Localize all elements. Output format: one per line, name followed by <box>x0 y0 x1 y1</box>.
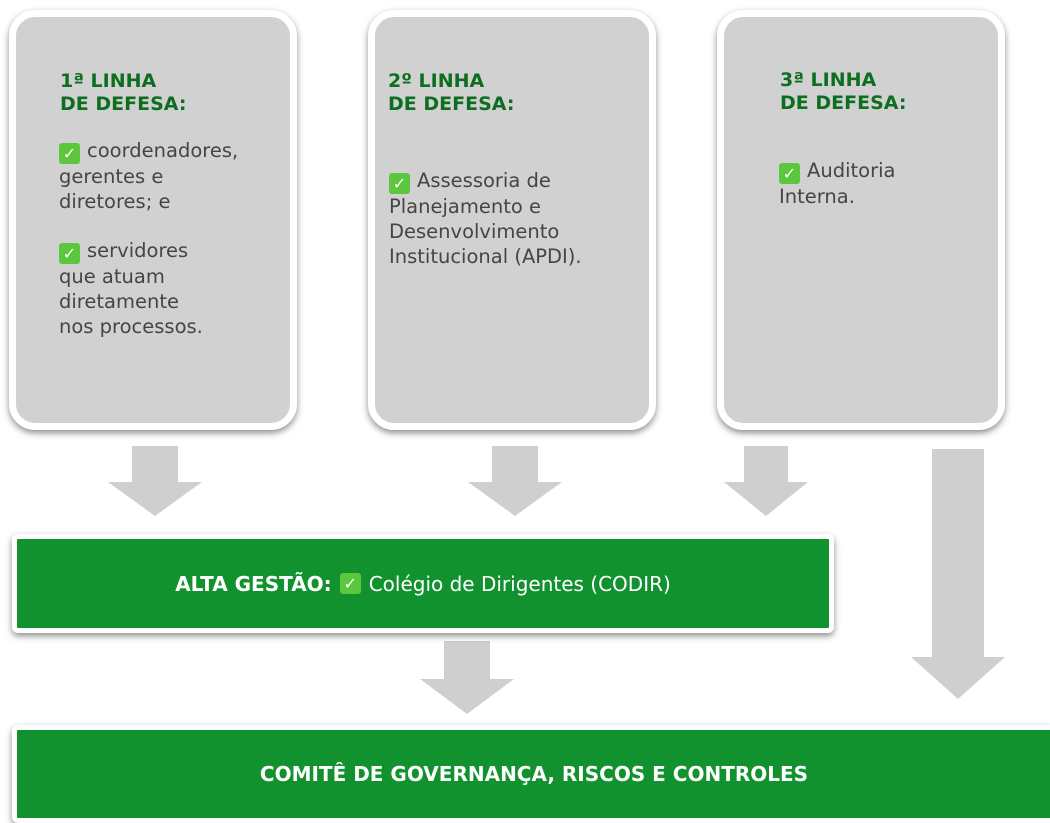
second-line-title-line2: DE DEFESA: <box>388 93 515 115</box>
item-text-line: Institucional (APDI). <box>389 245 582 268</box>
first-line-item-servants: ✓ servidores que atuam diretamente nos pr… <box>59 238 238 339</box>
first-line-title-line1: 1ª LINHA <box>60 70 157 92</box>
governance-committee-bar: COMITÊ DE GOVERNANÇA, RISCOS E CONTROLES <box>12 725 1050 823</box>
item-text-line: diretores; e <box>59 190 171 213</box>
governance-committee-text: COMITÊ DE GOVERNANÇA, RISCOS E CONTROLES <box>259 762 809 786</box>
check-mark-icon: ✓ <box>779 163 800 184</box>
first-line-of-defense-box: 1ª LINHA DE DEFESA: ✓ coordenadores, gere… <box>9 10 297 430</box>
down-arrow-icon <box>108 446 202 516</box>
check-mark-icon: ✓ <box>389 173 410 194</box>
third-line-item-audit: ✓ Auditoria Interna. <box>779 158 895 209</box>
item-text-line: nos processos. <box>59 315 203 338</box>
item-text-line: que atuam <box>59 265 165 288</box>
check-mark-icon: ✓ <box>59 243 80 264</box>
second-line-body: ✓ Assessoria de Planejamento e Desenvolvi… <box>389 168 582 269</box>
third-line-of-defense-box: 3ª LINHA DE DEFESA: ✓ Auditoria Interna. <box>717 10 1005 430</box>
third-line-title-line1: 3ª LINHA <box>780 69 877 91</box>
item-text-line: Desenvolvimento <box>389 220 560 243</box>
top-management-text: Colégio de Dirigentes (CODIR) <box>368 571 671 596</box>
second-line-item-apdi: ✓ Assessoria de Planejamento e Desenvolvi… <box>389 168 582 269</box>
first-line-body: ✓coordenadores, gerentes e diretores; e … <box>59 138 238 339</box>
long-down-arrow-icon <box>911 449 1005 699</box>
item-text-line: Assessoria de <box>417 169 551 192</box>
third-line-body: ✓ Auditoria Interna. <box>779 158 895 209</box>
third-line-title: 3ª LINHA DE DEFESA: <box>780 69 906 115</box>
first-line-title: 1ª LINHA DE DEFESA: <box>60 70 186 116</box>
item-text-line: coordenadores, <box>87 139 239 162</box>
second-line-title-line1: 2º LINHA <box>388 70 485 92</box>
second-line-title: 2º LINHA DE DEFESA: <box>388 70 514 116</box>
top-management-bar: ALTA GESTÃO: ✓ Colégio de Dirigentes (CO… <box>12 534 834 633</box>
item-text-line: servidores <box>87 239 189 262</box>
first-line-item-managers: ✓ coordenadores, gerentes e diretores; e <box>59 138 238 214</box>
item-text-line: gerentes e <box>59 165 164 188</box>
down-arrow-icon <box>468 446 562 516</box>
third-line-title-line2: DE DEFESA: <box>780 92 907 114</box>
down-arrow-icon <box>420 641 514 714</box>
item-text-line: Interna. <box>779 185 855 208</box>
check-mark-icon: ✓ <box>59 143 80 164</box>
item-text-line: Auditoria <box>807 159 896 182</box>
second-line-of-defense-box: 2º LINHA DE DEFESA: ✓ Assessoria de Plane… <box>368 10 656 430</box>
down-arrow-icon <box>724 446 808 516</box>
check-mark-icon: ✓ <box>339 573 361 594</box>
item-text-line: Planejamento e <box>389 195 541 218</box>
top-management-label: ALTA GESTÃO: <box>175 571 332 596</box>
first-line-title-line2: DE DEFESA: <box>60 93 187 115</box>
item-text-line: diretamente <box>59 290 179 313</box>
